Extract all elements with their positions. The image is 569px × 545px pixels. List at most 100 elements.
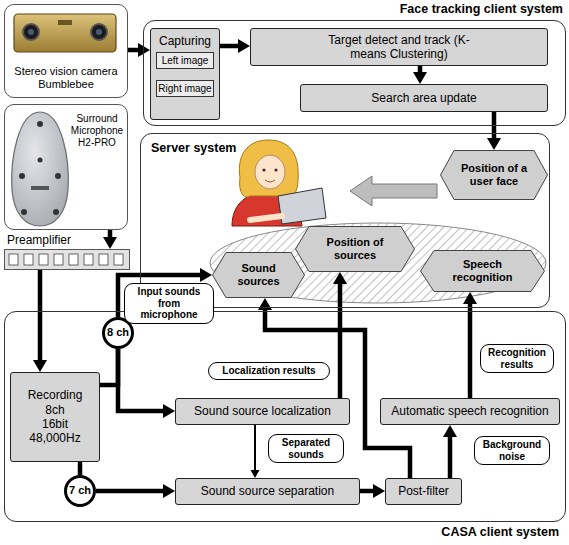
flow-arrow <box>96 484 175 498</box>
hexagon-shape <box>421 251 545 292</box>
region-panel: Face tracking client systemCapturingLeft… <box>143 20 566 126</box>
camera-box: Stereo vision camera Bumblebee <box>4 4 128 98</box>
node-label: Sound source localization <box>194 404 331 418</box>
flow-arrow <box>251 425 260 478</box>
stereo-camera-picture <box>14 14 116 52</box>
process-box: Post-filter <box>385 478 462 505</box>
arrow-head <box>163 404 175 418</box>
flow-arrow <box>103 230 117 249</box>
region-panel: Server systemPosition of a user faceSoun… <box>140 133 550 308</box>
arrow-head <box>251 470 260 478</box>
arrow-head <box>443 425 457 437</box>
flow-line <box>468 302 473 398</box>
microphone-picture <box>12 112 69 226</box>
node-label: Post-filter <box>398 484 449 498</box>
hexagon-tag: Sound sources <box>212 252 305 298</box>
microphone-box: Surround Microphone H2-PRO <box>4 104 128 230</box>
arrow-head <box>138 43 150 57</box>
gray-block-arrow <box>350 176 437 206</box>
device-title: Preamplifier <box>7 233 71 247</box>
process-box: Search area update <box>300 84 548 112</box>
node-label: Sound source separation <box>201 484 334 498</box>
flow-line <box>448 435 453 478</box>
hatched-ellipse <box>210 223 546 303</box>
flow-arrow <box>220 39 250 53</box>
region-title: Server system <box>151 141 236 156</box>
node-label: Recording 8ch 16bit 48,000Hz <box>24 388 86 446</box>
preamplifier-picture <box>5 250 129 269</box>
flow-line <box>265 308 410 478</box>
hexagon-tag: Position of sources <box>295 226 415 272</box>
node-label: 8 ch <box>107 326 129 339</box>
arrow-head <box>463 292 477 304</box>
node-label: Right image <box>158 83 211 95</box>
channel-circle: 7 ch <box>64 475 96 507</box>
arrow-head <box>33 360 47 372</box>
region-title: CASA client system <box>441 525 559 540</box>
node-label: Left image <box>162 55 209 67</box>
callout-label: Background noise <box>474 436 550 465</box>
hexagon-shape <box>296 227 415 272</box>
callout-label: Localization results <box>208 362 330 380</box>
device-title: Surround Microphone H2-PRO <box>70 113 124 149</box>
process-box: Sound source separation <box>175 478 360 505</box>
arrow-head <box>487 138 501 150</box>
node-label: Sound sources <box>226 262 291 288</box>
process-box: Target detect and track (K-means Cluster… <box>250 28 548 66</box>
node-label: Position of a user face <box>454 162 534 188</box>
arrow-head <box>373 484 385 498</box>
node-label: Search area update <box>371 91 476 105</box>
arrow-head <box>413 72 427 84</box>
flow-arrow <box>360 484 385 498</box>
arrow-head <box>103 237 117 249</box>
hexagon-tag: Position of a user face <box>440 150 548 200</box>
flow-arrow <box>443 425 457 478</box>
image-box: Left image <box>156 52 214 69</box>
arrow-head <box>258 298 272 310</box>
flow-arrow <box>413 66 427 84</box>
arrow-head <box>163 484 175 498</box>
preamplifier-box: Preamplifier <box>4 249 130 270</box>
arrow-head <box>238 39 250 53</box>
node-label: Automatic speech recognition <box>391 404 548 418</box>
capture-box: CapturingLeft imageRight image <box>150 28 220 120</box>
region-panel: CASA client systemRecording 8ch 16bit 48… <box>4 311 566 522</box>
flow-line <box>100 349 118 385</box>
callout-label: Recognition results <box>480 344 554 373</box>
node-label: Capturing <box>159 34 211 48</box>
node-label: Target detect and track (K-means Cluster… <box>317 33 482 62</box>
flow-arrow <box>33 270 47 372</box>
flow-line <box>338 282 343 398</box>
flow-line <box>254 425 256 472</box>
node-label: Speech recognition <box>434 258 531 284</box>
callout-label: Input sounds from microphone <box>124 283 214 324</box>
process-box: Recording 8ch 16bit 48,000Hz <box>10 372 100 462</box>
flow-arrow <box>487 112 501 150</box>
process-box: Automatic speech recognition <box>380 398 560 425</box>
flow-arrow <box>128 43 150 57</box>
hexagon-shape <box>441 151 548 200</box>
flow-line <box>220 44 240 49</box>
flow-line <box>38 270 43 362</box>
flow-arrow <box>258 298 410 478</box>
node-label: Stereo vision camera Bumblebee <box>10 65 122 91</box>
flow-line <box>96 489 165 494</box>
node-label: 7 ch <box>69 484 91 497</box>
node-label: Position of sources <box>309 236 401 262</box>
flow-arrow <box>333 272 347 398</box>
user-illustration <box>232 140 326 226</box>
callout-label: Separated sounds <box>268 434 344 463</box>
flow-arrow <box>118 349 175 418</box>
flow-line <box>360 489 375 494</box>
hexagon-tag: Speech recognition <box>420 250 545 292</box>
hexagon-shape <box>213 253 305 298</box>
arrow-head <box>200 268 212 282</box>
flow-line <box>78 462 83 475</box>
flow-arrow <box>80 462 81 475</box>
image-box: Right image <box>156 80 214 97</box>
region-title: Face tracking client system <box>400 2 563 17</box>
flow-line <box>492 112 497 140</box>
flow-arrow <box>100 349 118 385</box>
process-box: Sound source localization <box>175 398 350 425</box>
